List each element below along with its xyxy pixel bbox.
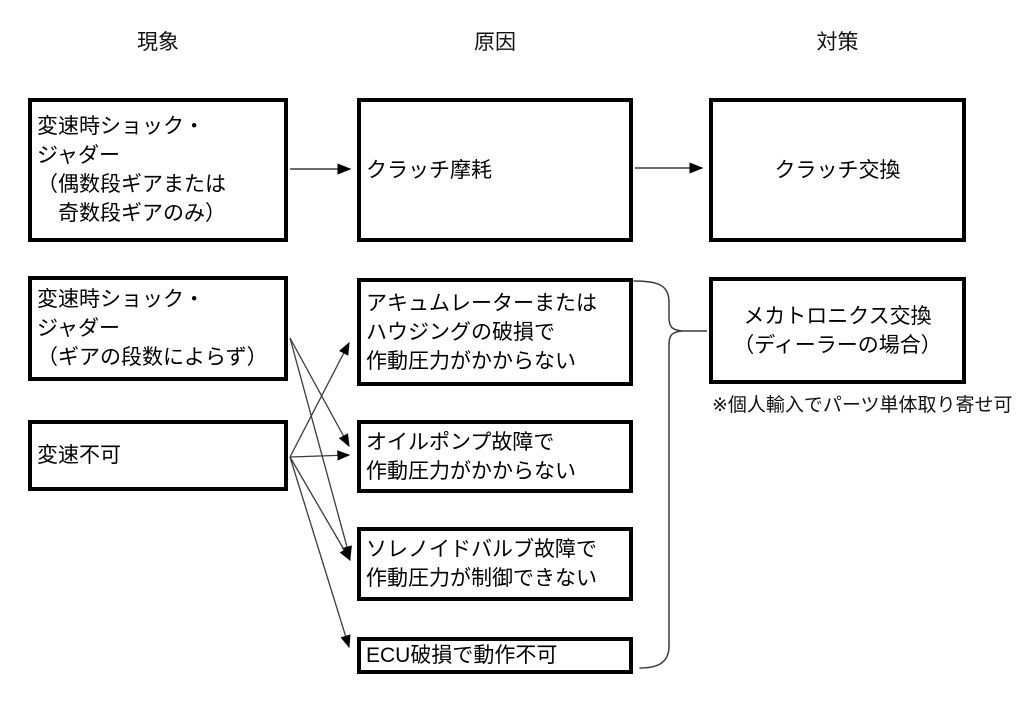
box-text-line: 変速不可 xyxy=(37,444,121,467)
note-personal-import: ※個人輸入でパーツ単体取り寄せ可 xyxy=(712,395,1013,416)
box-text-line: （ギアの段数によらず） xyxy=(37,346,268,369)
box-text-line: ジャダー xyxy=(37,144,120,167)
phenomenon-box-shock-judder-even-odd-gears: 変速時ショック・ ジャダー （偶数段ギアまたは 奇数段ギアのみ） xyxy=(28,98,288,242)
cause-box-oil-pump: オイルポンプ故障で 作動圧力がかからない xyxy=(357,420,633,493)
solution-box-mechatronics-replacement: メカトロニクス交換 （ディーラーの場合） xyxy=(709,277,966,384)
cause-box-clutch-wear: クラッチ摩耗 xyxy=(357,98,633,242)
box-text-line: （ディーラーの場合） xyxy=(733,333,942,357)
solution-box-clutch-replacement: クラッチ交換 xyxy=(709,98,966,242)
box-text-line: ジャダー xyxy=(37,317,120,340)
box-text-line: ハウジングの破損で xyxy=(366,320,555,344)
box-text-line: オイルポンプ故障で xyxy=(366,430,555,454)
phenomenon-box-cannot-shift: 変速不可 xyxy=(28,420,288,491)
box-text-line: クラッチ摩耗 xyxy=(366,158,492,182)
box-text-line: 変速時ショック・ xyxy=(37,288,205,311)
box-text-line: ECU破損で動作不可 xyxy=(366,644,558,667)
phenomenon-box-shock-judder-any-gear: 変速時ショック・ ジャダー （ギアの段数によらず） xyxy=(28,276,288,381)
column-header-cause: 原因 xyxy=(474,31,516,54)
column-header-solution: 対策 xyxy=(816,31,859,54)
column-header-phenomenon: 現象 xyxy=(137,31,179,54)
arrow-phenomenon3-to-accumulator xyxy=(289,341,350,458)
box-text-line: 変速時ショック・ xyxy=(37,115,205,138)
arrow-phenomenon3-to-solenoid xyxy=(289,456,351,562)
arrow-phenomenon3-to-oil-pump xyxy=(289,450,351,461)
box-text-line: メカトロニクス交換 xyxy=(743,304,932,328)
box-text-line: ソレノイドバルブ故障で xyxy=(366,538,597,561)
box-text-line: 作動圧力がかからない xyxy=(366,349,576,373)
box-text-line: 奇数段ギアのみ） xyxy=(37,202,226,225)
box-text-line: 作動圧力が制御できない xyxy=(366,567,597,590)
cause-box-solenoid-valve: ソレノイドバルブ故障で 作動圧力が制御できない xyxy=(357,527,633,601)
box-text-line: クラッチ交換 xyxy=(774,158,901,182)
arrow-phenomenon2-to-solenoid xyxy=(289,337,352,560)
cause-box-ecu-damage: ECU破損で動作不可 xyxy=(357,637,633,674)
box-text-line: 作動圧力がかからない xyxy=(366,459,576,483)
box-text-line: アキュムレーターまたは xyxy=(366,291,597,315)
cause-box-accumulator-housing: アキュムレーターまたは ハウジングの破損で 作動圧力がかからない xyxy=(357,278,633,386)
brace-causes-to-mechatronics xyxy=(633,280,683,669)
arrow-phenomenon3-to-ecu xyxy=(289,456,351,649)
arrow-phenomenon2-to-oil-pump xyxy=(289,337,350,448)
box-text-line: （偶数段ギアまたは xyxy=(37,173,226,196)
